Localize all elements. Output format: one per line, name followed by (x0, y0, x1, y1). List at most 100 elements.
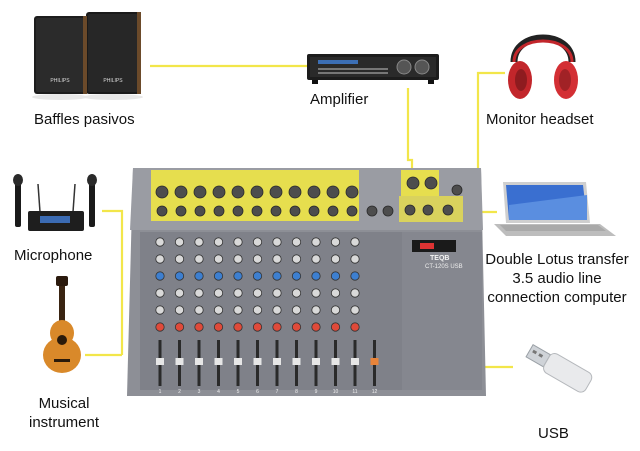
channel-knob (330, 237, 341, 247)
channel-knob (311, 237, 321, 247)
fader-cap (156, 358, 164, 365)
channel-number: 6 (256, 389, 259, 395)
channel-number: 2 (178, 389, 181, 395)
channel-knob (350, 305, 360, 315)
channel-number: 3 (198, 389, 201, 395)
channel-knob (233, 322, 243, 332)
channel-knob (213, 237, 224, 247)
channel-knob (272, 237, 282, 247)
headset-device (508, 34, 578, 99)
channel-knob (291, 271, 302, 281)
channel-knob (194, 288, 204, 298)
channel-knob (233, 288, 243, 298)
channel-knob (155, 322, 165, 332)
channel-knob (350, 254, 360, 264)
label-computer-line1: Double Lotus transfer (485, 251, 629, 268)
channel-knob (350, 271, 360, 281)
acoustic-guitar (43, 276, 81, 373)
wire-mic-mixer (102, 209, 124, 355)
channel-knob (233, 237, 243, 247)
channel-knob (272, 288, 282, 298)
channel-knob (350, 288, 360, 298)
channel-knob (155, 271, 165, 281)
channel-knob (174, 271, 185, 281)
channel-number: 4 (217, 389, 220, 395)
channel-knob (311, 305, 321, 315)
channel-number: 12 (372, 389, 378, 395)
channel-number: 9 (315, 389, 318, 395)
channel-knob (174, 254, 185, 264)
channel-knob (272, 271, 282, 281)
channel-knob (174, 305, 185, 315)
channel-knob (213, 271, 224, 281)
channel-knob (272, 254, 282, 264)
channel-knob (311, 254, 321, 264)
label-microphone: Microphone (14, 247, 93, 264)
fader-cap (312, 358, 320, 365)
channel-knob (213, 288, 224, 298)
channel-knob (350, 237, 360, 247)
fader-cap (351, 358, 359, 365)
channel-knob (252, 254, 263, 264)
label-amplifier: Amplifier (310, 91, 369, 108)
fader-cap (195, 358, 203, 365)
channel-knob (155, 305, 165, 315)
channel-knob (330, 254, 341, 264)
fader-cap (292, 358, 301, 365)
usb-stick (525, 344, 593, 393)
channel-knob (194, 305, 204, 315)
channel-knob (291, 322, 302, 332)
fader-cap (370, 358, 379, 365)
channel-knob (291, 254, 302, 264)
channel-knob (213, 254, 224, 264)
label-speakers: Baffles pasivos (34, 111, 135, 128)
channel-knob (291, 237, 302, 247)
channel-knob (272, 305, 282, 315)
label-computer-line2: 3.5 audio line (512, 270, 602, 287)
channel-knob (311, 288, 321, 298)
label-headset: Monitor headset (486, 111, 594, 128)
channel-knob (174, 322, 185, 332)
amplifier-device (307, 54, 439, 84)
channel-number: 10 (333, 389, 339, 395)
label-usb: USB (538, 425, 569, 442)
channel-knob (311, 271, 321, 281)
channel-knob (174, 237, 185, 247)
channel-knob (252, 288, 263, 298)
label-computer-line3: connection computer (487, 289, 627, 306)
channel-knob (213, 305, 224, 315)
channel-knob (350, 322, 360, 332)
channel-knob (233, 271, 243, 281)
channel-knob (174, 288, 185, 298)
channel-knob (155, 288, 165, 298)
passive-speakers (32, 12, 143, 100)
channel-knob (252, 305, 263, 315)
channel-knob (155, 237, 165, 247)
channel-number: 11 (352, 389, 357, 395)
channel-knob (311, 322, 321, 332)
channel-knob (330, 288, 341, 298)
fader-cap (175, 358, 184, 365)
channel-knob (272, 322, 282, 332)
channel-knob (330, 305, 341, 315)
fader-cap (234, 358, 242, 365)
channel-knob (194, 271, 204, 281)
label-instrument-line2: instrument (28, 414, 100, 431)
channel-knob (194, 254, 204, 264)
speaker-brand-left: PHILIPS (50, 78, 70, 84)
channel-knob (155, 254, 165, 264)
mixer-model: CT-120S USB (425, 264, 463, 270)
channel-knob (194, 322, 204, 332)
channel-jacks (155, 176, 463, 217)
channel-number: 8 (295, 389, 298, 395)
fader-cap (253, 358, 262, 365)
fader-cap (273, 358, 281, 365)
channel-knob (194, 237, 204, 247)
label-instrument: Musical instrument (18, 394, 110, 432)
channel-number: 1 (159, 389, 162, 395)
channel-knob (252, 322, 263, 332)
speaker-brand-right: PHILIPS (103, 78, 123, 84)
mixer-brand: TEQB (430, 255, 450, 262)
